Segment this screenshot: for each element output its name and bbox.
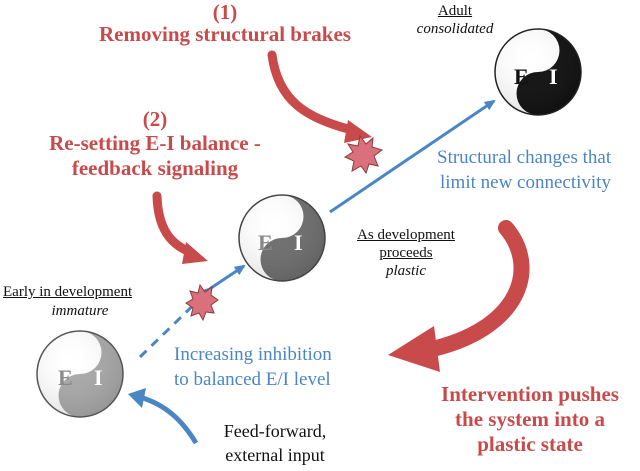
inhibition-line2: to balanced E/I level (174, 369, 331, 390)
adult-title: Adult (437, 3, 473, 19)
middle-e-letter: E (258, 230, 273, 255)
intervention-line3: plastic state (477, 432, 583, 456)
trajectory-arrow-to-middle (210, 264, 246, 290)
middle-i-letter: I (294, 230, 303, 255)
yinyang-middle (238, 194, 326, 282)
feedforward-arrowhead (128, 388, 146, 408)
red-arrow-feedback (152, 191, 195, 257)
red-arrow-intervention (420, 220, 530, 358)
burst-feedback (185, 283, 219, 322)
yinyang-adult (494, 28, 582, 116)
structural-line1: Structural changes that (437, 147, 612, 168)
development-line1: As development (357, 227, 455, 243)
step2-line2: feedback signaling (71, 156, 239, 180)
step2-number: (2) (142, 107, 168, 131)
adult-e-letter: E (514, 64, 529, 89)
red-arrowhead-feedback (182, 242, 208, 264)
adult-state: consolidated (416, 21, 494, 37)
feedforward-line1: Feed-forward, (223, 421, 327, 441)
feedforward-arrow (139, 394, 199, 445)
red-arrow-structural-brakes (267, 50, 357, 135)
early-e-letter: E (58, 365, 73, 390)
adult-i-letter: I (549, 64, 558, 89)
yinyang-early (36, 330, 124, 418)
step2-line1: Re-setting E-I balance - (49, 131, 261, 155)
development-line2: proceeds (379, 245, 433, 261)
early-title: Early in development (3, 284, 133, 300)
intervention-line2: the system into a (455, 407, 605, 431)
early-i-letter: I (94, 365, 103, 390)
red-arrowhead-structural-brakes (344, 120, 372, 143)
development-state: plastic (386, 263, 426, 279)
inhibition-line1: Increasing inhibition (174, 344, 332, 365)
intervention-line1: Intervention pushes (441, 382, 619, 406)
trajectory-arrow-to-adult (329, 99, 496, 214)
red-arrowhead-intervention (388, 326, 440, 372)
step1-number: (1) (212, 0, 238, 24)
burst-structural (343, 134, 384, 175)
feedforward-line2: external input (225, 445, 325, 465)
structural-line2: limit new connectivity (440, 172, 611, 193)
early-state: immature (51, 303, 109, 319)
step1-text: Removing structural brakes (99, 22, 351, 46)
